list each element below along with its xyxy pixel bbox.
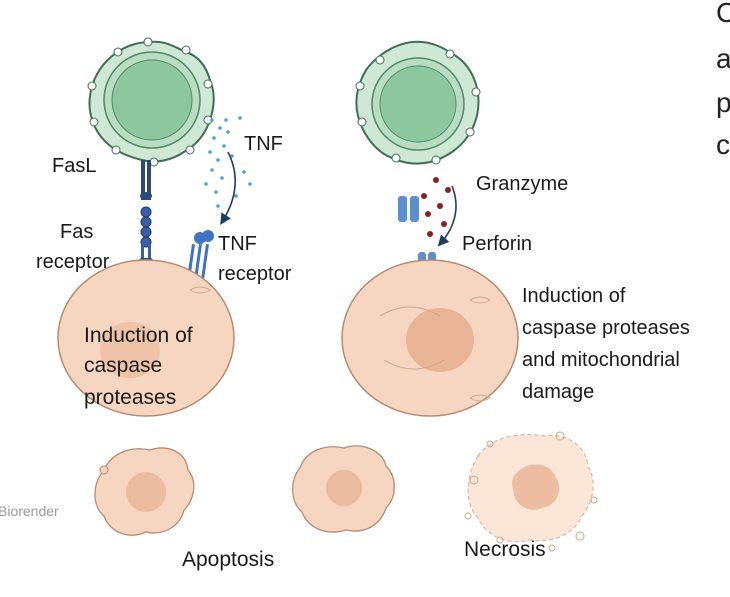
fasl-fas-complex [139,160,153,268]
label-apoptosis: Apoptosis [182,548,274,571]
label-caspase-left-1: Induction of [84,324,193,347]
label-fas-receptor-1: Fas [60,221,93,243]
left-target-cell [57,259,235,417]
right-target-cell [341,259,519,417]
tnf-molecules [204,116,252,208]
label-credit: Biorender [0,503,59,519]
tnf-receptor [186,230,214,281]
label-caspase-left-2: caspase [84,354,162,377]
perforin-pore-upper [398,196,419,222]
label-caspase-right-1: Induction of [522,285,626,307]
granzyme-arrow [437,185,457,247]
edge-text-4: c [716,129,730,160]
tnf-arrow [220,151,236,225]
label-fasl: FasL [52,155,96,177]
label-fas-receptor-2: receptor [36,251,110,273]
edge-text-1: C [716,0,730,28]
label-caspase-right-3: and mitochondrial [522,349,680,371]
label-perforin: Perforin [462,233,532,255]
label-caspase-left-3: proteases [84,386,176,409]
label-granzyme: Granzyme [476,173,568,195]
left-t-cell [87,37,215,167]
necrotic-cell [464,431,598,552]
apoptotic-cell-1 [94,447,195,536]
label-caspase-right-2: caspase proteases [522,317,690,339]
edge-text-2: a [716,43,730,74]
label-tnf-receptor-2: receptor [218,263,292,285]
label-tnf: TNF [244,133,283,155]
apoptotic-cell-2 [292,445,395,533]
label-tnf-receptor-1: TNF [218,233,257,255]
label-caspase-right-4: damage [522,381,594,403]
right-t-cell [355,40,481,165]
edge-text-3: p [716,87,730,118]
label-necrosis: Necrosis [464,538,546,561]
